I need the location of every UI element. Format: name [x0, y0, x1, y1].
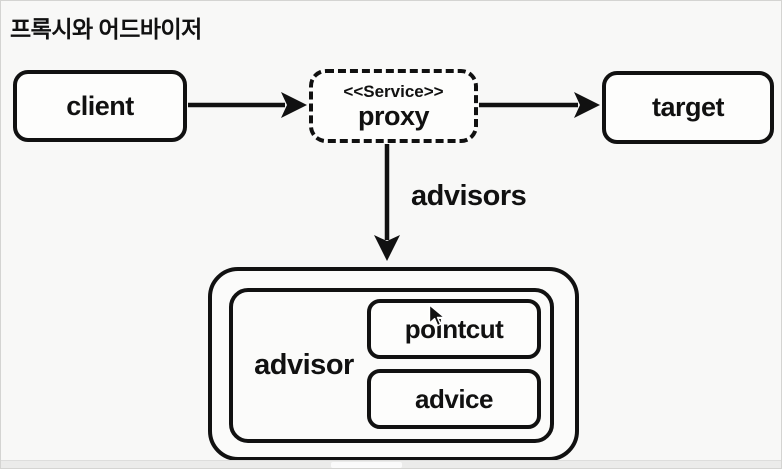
node-proxy-label: proxy: [357, 100, 430, 131]
node-client-label: client: [66, 90, 134, 121]
node-advice: advice: [367, 369, 541, 429]
bottom-strip: [1, 460, 781, 468]
arrow-client-to-proxy: [188, 92, 307, 118]
node-proxy: <<Service>> proxy: [309, 69, 478, 143]
node-client: client: [13, 70, 187, 142]
arrow-proxy-to-advisor: [374, 144, 400, 261]
node-proxy-stereotype: <<Service>>: [343, 81, 444, 101]
node-pointcut-label: pointcut: [404, 313, 504, 344]
node-target-label: target: [651, 92, 725, 122]
cursor-icon: [428, 304, 446, 327]
edge-label-advisors: advisors: [411, 180, 527, 212]
arrow-proxy-to-target: [479, 92, 600, 118]
node-advice-label: advice: [415, 383, 493, 414]
page-title: 프록시와 어드바이저: [10, 16, 202, 42]
node-advisor-label: advisor: [254, 349, 354, 381]
node-target: target: [602, 71, 774, 144]
node-pointcut: pointcut: [367, 299, 541, 359]
strip-highlight: [331, 462, 402, 468]
